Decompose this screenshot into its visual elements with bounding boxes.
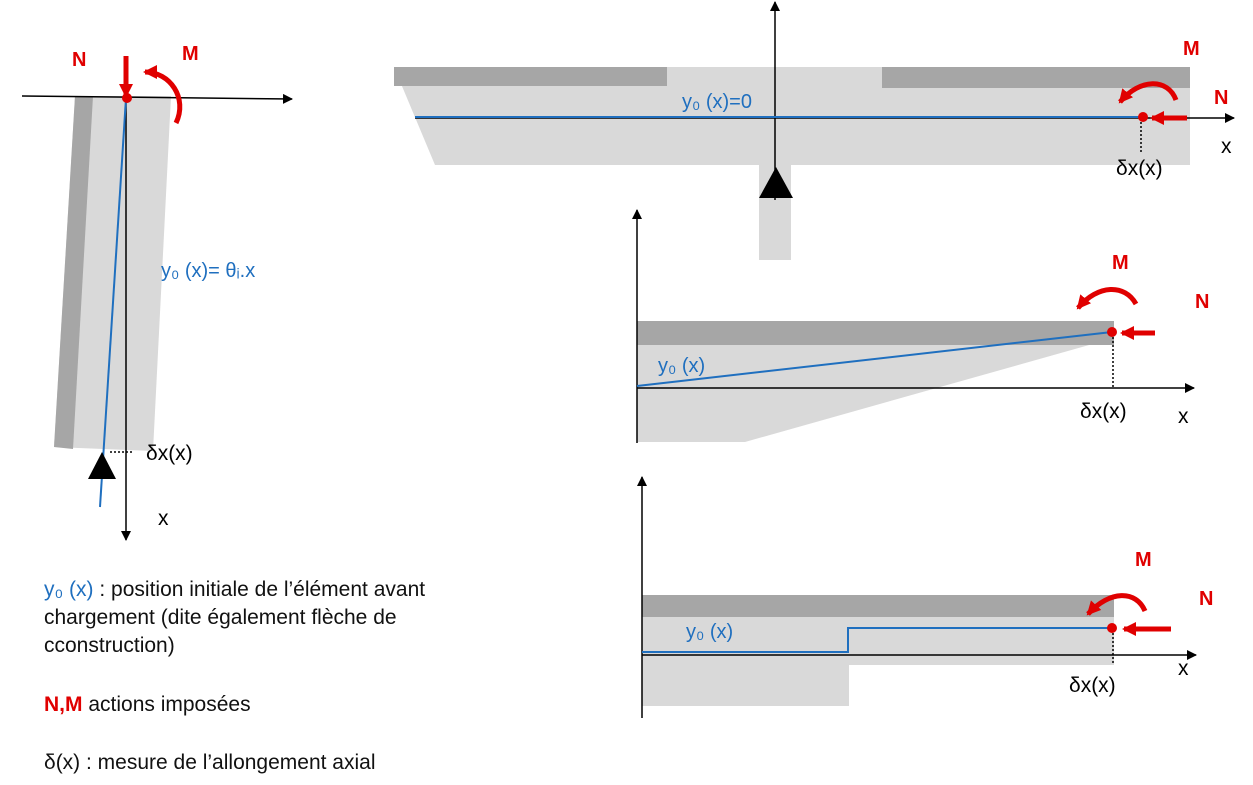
column-x-label: x — [158, 507, 169, 530]
stepped-initial-position-line — [642, 627, 1112, 653]
tapered-light-section — [637, 321, 1114, 442]
column-support-icon — [88, 452, 116, 479]
beam-M-arrow — [1118, 81, 1179, 104]
beam-N-label: N — [1214, 87, 1228, 109]
beam-dark-flange-left — [394, 67, 667, 86]
top-beam-diagram: M N y₀ (x)=0 δx(x) x — [394, 1, 1235, 260]
legend-y0: y₀ (x) : position initiale de l’élément … — [44, 576, 514, 660]
stepped-y0-label: y₀ (x) — [686, 621, 733, 643]
beam-load-point — [1138, 112, 1148, 122]
tapered-load-point — [1107, 327, 1117, 337]
stepped-x-label: x — [1178, 657, 1189, 680]
column-initial-position-line — [99, 97, 127, 508]
tapered-N-label: N — [1195, 291, 1209, 313]
beam-dark-flange-right — [882, 67, 1190, 88]
vertical-column-diagram: N M y₀ (x)= θᵢ.x δx(x) x — [21, 43, 293, 541]
stepped-element-diagram: M N y₀ (x) δx(x) x — [637, 476, 1213, 718]
column-N-label: N — [72, 49, 86, 71]
stepped-light-section-lower — [642, 655, 849, 706]
beam-y0-label: y₀ (x)=0 — [682, 91, 752, 113]
beam-M-label: M — [1183, 38, 1200, 60]
tapered-dark-flange — [637, 321, 1114, 345]
stepped-delta-label: δx(x) — [1069, 674, 1116, 697]
legend-delta: δ(x) : mesure de l’allongement axial — [44, 749, 514, 777]
tapered-M-arrow — [1076, 287, 1139, 310]
column-y0-label: y₀ (x)= θᵢ.x — [161, 260, 255, 282]
column-dark-flange — [54, 96, 93, 449]
column-horizontal-axis — [21, 93, 293, 104]
column-M-label: M — [182, 43, 199, 65]
tapered-y0-label: y₀ (x) — [658, 355, 705, 377]
beam-delta-label: δx(x) — [1116, 157, 1163, 180]
legend-nm: N,M actions imposées — [44, 691, 514, 719]
tapered-M-label: M — [1112, 252, 1129, 274]
stepped-M-label: M — [1135, 549, 1152, 571]
stepped-M-arrow — [1086, 593, 1148, 616]
legend-delta-text: δ(x) : mesure de l’allongement axial — [44, 751, 376, 774]
tapered-x-label: x — [1178, 405, 1189, 428]
legend-y0-term: y₀ (x) — [44, 578, 94, 601]
stepped-dark-flange — [642, 595, 1114, 617]
tapered-delta-label: δx(x) — [1080, 400, 1127, 423]
column-delta-label: δx(x) — [146, 442, 193, 465]
tapered-initial-position-line — [636, 331, 1113, 387]
tapered-element-diagram: M N y₀ (x) δx(x) x — [632, 209, 1209, 443]
beam-support-icon — [759, 167, 793, 198]
column-M-arrow — [143, 65, 183, 125]
stepped-load-point — [1107, 623, 1117, 633]
legend-nm-text: actions imposées — [82, 693, 251, 716]
legend-y0-text: : position initiale de l’élément avant c… — [44, 578, 426, 657]
stepped-N-label: N — [1199, 588, 1213, 610]
beam-x-label: x — [1221, 135, 1232, 158]
legend-nm-term: N,M — [44, 693, 83, 716]
